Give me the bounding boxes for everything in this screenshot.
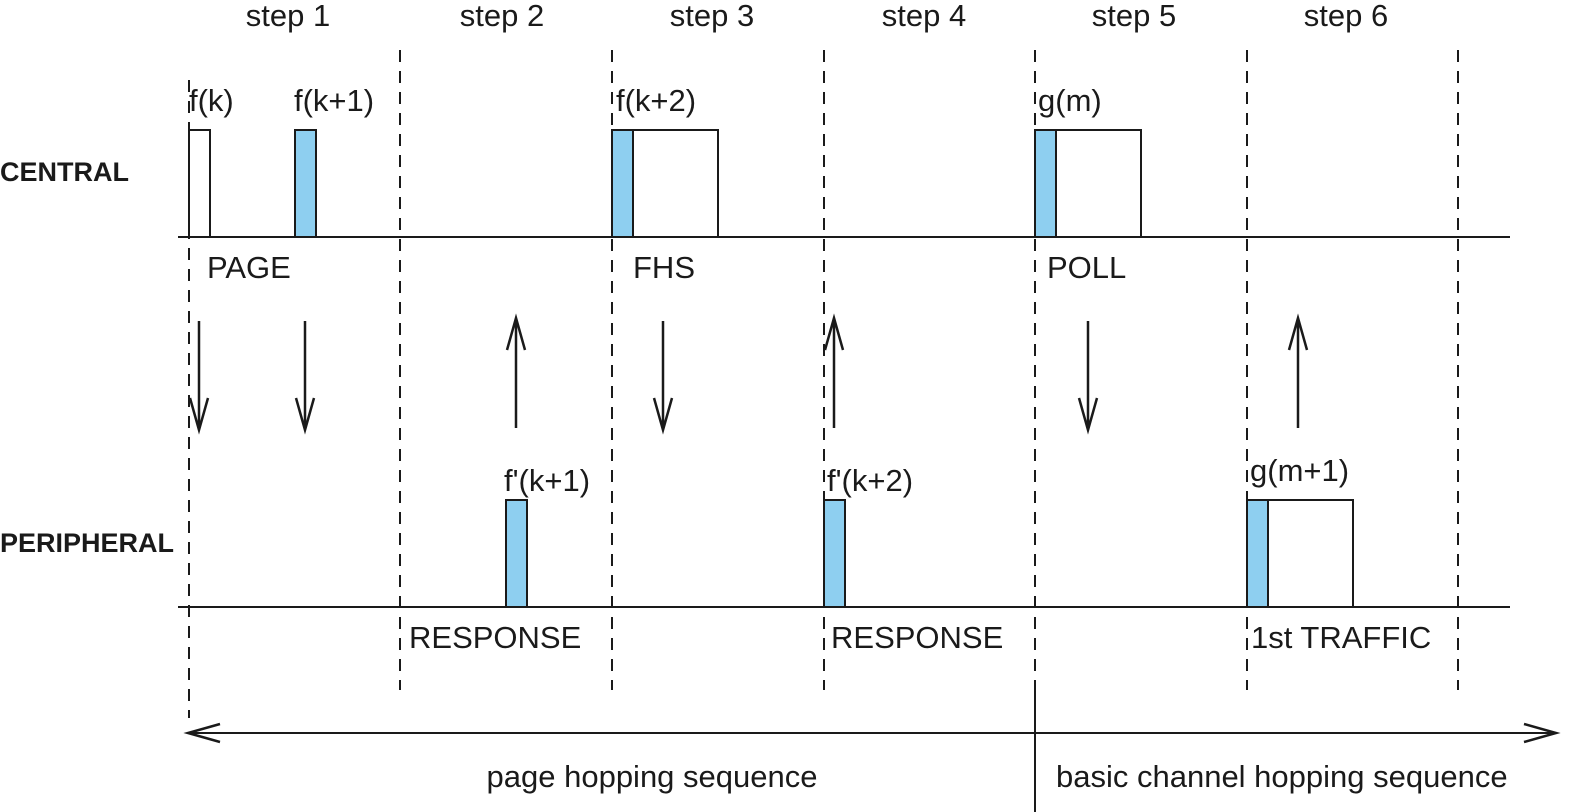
down-arrow-fhs: [652, 321, 674, 435]
page-packet-fk: [188, 129, 211, 238]
freq-fpk1: f'(k+1): [504, 463, 590, 498]
traffic-packet-label: 1st TRAFFIC: [1251, 620, 1431, 655]
traffic-packet-access-code: [1246, 499, 1269, 608]
freq-fk: f(k): [189, 83, 234, 118]
poll-packet-label: POLL: [1047, 250, 1126, 285]
down-arrow-fk: [188, 321, 210, 435]
freq-fk1: f(k+1): [294, 83, 374, 118]
fhs-packet-access-code: [611, 129, 634, 238]
page-packet-label: PAGE: [207, 250, 291, 285]
basic-channel-hopping-sequence-label: basic channel hopping sequence: [1056, 759, 1508, 794]
freq-fpk2: f'(k+2): [827, 463, 913, 498]
freq-gm1: g(m+1): [1250, 453, 1349, 488]
central-row-label: CENTRAL: [0, 157, 129, 187]
freq-fk2: f(k+2): [616, 83, 696, 118]
sequence-span: [183, 690, 1561, 812]
step-2-label: step 2: [460, 0, 544, 33]
response-packet-1: [505, 499, 528, 608]
sequence-arrow-left-head: [183, 722, 221, 744]
page-packet-fk1: [294, 129, 317, 238]
step-3-label: step 3: [670, 0, 754, 33]
freq-gm: g(m): [1038, 83, 1102, 118]
step-4-label: step 4: [882, 0, 966, 33]
step-5-label: step 5: [1092, 0, 1176, 33]
direction-arrows: [188, 313, 1309, 435]
up-arrow-response-1: [505, 313, 527, 428]
step-6-label: step 6: [1304, 0, 1388, 33]
response-packet-label-1: RESPONSE: [409, 620, 581, 655]
response-packet-2: [823, 499, 846, 608]
fhs-packet-label: FHS: [633, 250, 695, 285]
step-1-label: step 1: [246, 0, 330, 33]
down-arrow-poll: [1077, 321, 1099, 435]
down-arrow-fk1: [294, 321, 316, 435]
page-hopping-sequence-label: page hopping sequence: [487, 759, 818, 794]
up-arrow-traffic: [1287, 313, 1309, 428]
poll-packet-access-code: [1034, 129, 1057, 238]
up-arrow-response-2: [823, 313, 845, 428]
peripheral-row-label: PERIPHERAL: [0, 528, 174, 558]
slot-boundaries: [188, 50, 1459, 718]
sequence-arrow-right-head: [1523, 722, 1561, 744]
response-packet-label-2: RESPONSE: [831, 620, 1003, 655]
